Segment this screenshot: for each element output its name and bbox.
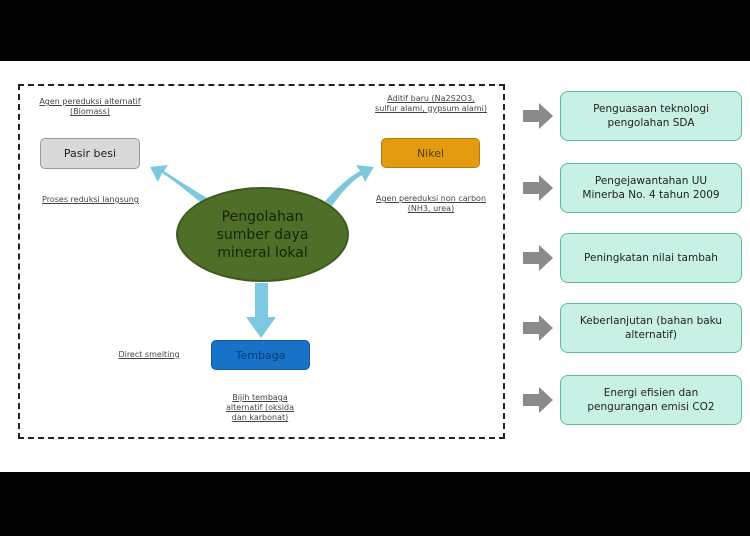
arrow-right-icon [523, 175, 553, 201]
arrow-right-icon [523, 103, 553, 129]
arrow-right-icon [523, 387, 553, 413]
node-tembaga: Tembaga [211, 340, 310, 370]
note-pasir-bottom: Proses reduksi langsung [42, 195, 139, 204]
center-topic: Pengolahan sumber daya mineral lokal [176, 187, 349, 282]
arrow-to-nikel [325, 165, 374, 206]
note-pasir-top: Agen pereduksi alternatif (Biomass) [39, 97, 141, 116]
dashed-frame [18, 84, 505, 439]
arrow-right-icon [523, 315, 553, 341]
note-tembaga-bottom: Bijih tembaga alternatif (oksida dan kar… [225, 393, 295, 422]
node-pasir-besi: Pasir besi [40, 138, 140, 169]
arrow-right-icon [523, 245, 553, 271]
note-tembaga-left: Direct smelting [118, 350, 180, 359]
outcome-box: Peningkatan nilai tambah [560, 233, 742, 283]
arrow-to-tembaga [246, 283, 276, 338]
note-nikel-bottom: Agen pereduksi non carbon (NH3, urea) [375, 194, 487, 213]
note-nikel-top: Aditif baru (Na2S2O3, sulfur alami, gyps… [375, 94, 487, 113]
slide: Agen pereduksi alternatif (Biomass) Pasi… [0, 61, 750, 472]
outcome-box: Energi efisien dan pengurangan emisi CO2 [560, 375, 742, 425]
connector-arrows [150, 165, 374, 338]
outcome-box: Pengejawantahan UU Minerba No. 4 tahun 2… [560, 163, 742, 213]
outcome-box: Keberlanjutan (bahan baku alternatif) [560, 303, 742, 353]
arrow-to-pasir-besi [150, 165, 212, 206]
outcome-box: Penguasaan teknologi pengolahan SDA [560, 91, 742, 141]
node-nikel: Nikel [381, 138, 480, 168]
